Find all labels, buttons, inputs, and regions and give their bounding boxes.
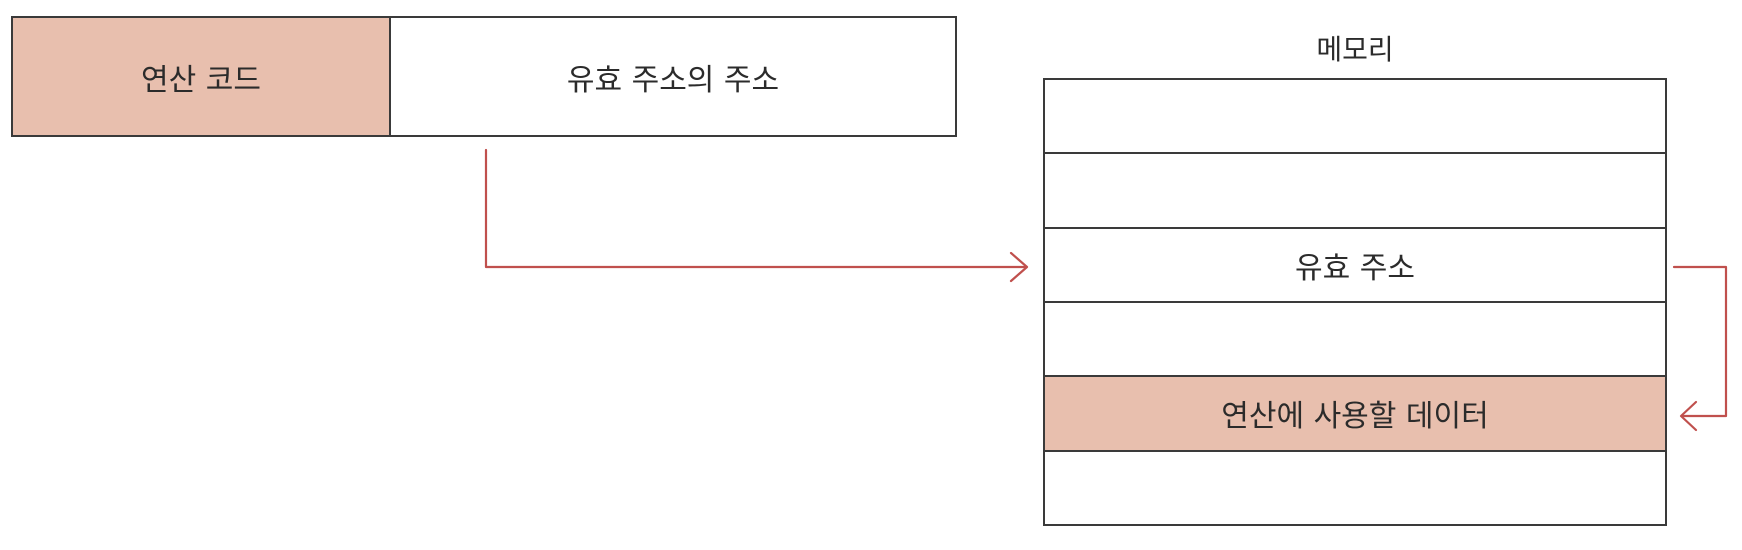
arrowhead-1 (1009, 251, 1029, 283)
memory-cell-3 (1045, 303, 1665, 378)
memory-cell-2-label: 유효 주소 (1295, 250, 1415, 286)
arrow-effective-address-to-data (1672, 265, 1728, 432)
operand-field: 유효 주소의 주소 (391, 18, 955, 135)
memory-title: 메모리 (1316, 33, 1394, 66)
memory-cell-5 (1045, 452, 1665, 524)
arrowhead-2 (1679, 400, 1698, 432)
arrow-operand-to-effective-address (484, 148, 1029, 283)
arrow-line-2 (1672, 265, 1728, 418)
memory-cell-4-label: 연산에 사용할 데이터 (1221, 399, 1489, 435)
memory-cell-effective-address: 유효 주소 (1045, 229, 1665, 303)
memory-cell-0 (1045, 80, 1665, 155)
arrow-line-1 (484, 148, 1027, 269)
instruction-format: 연산 코드 유효 주소의 주소 (11, 16, 957, 137)
memory-cell-operand-data: 연산에 사용할 데이터 (1045, 377, 1665, 452)
opcode-field: 연산 코드 (13, 18, 391, 135)
operand-label: 유효 주소의 주소 (566, 62, 780, 98)
opcode-label: 연산 코드 (141, 62, 261, 98)
memory-cell-1 (1045, 154, 1665, 229)
memory-block: 유효 주소 연산에 사용할 데이터 (1043, 78, 1667, 526)
